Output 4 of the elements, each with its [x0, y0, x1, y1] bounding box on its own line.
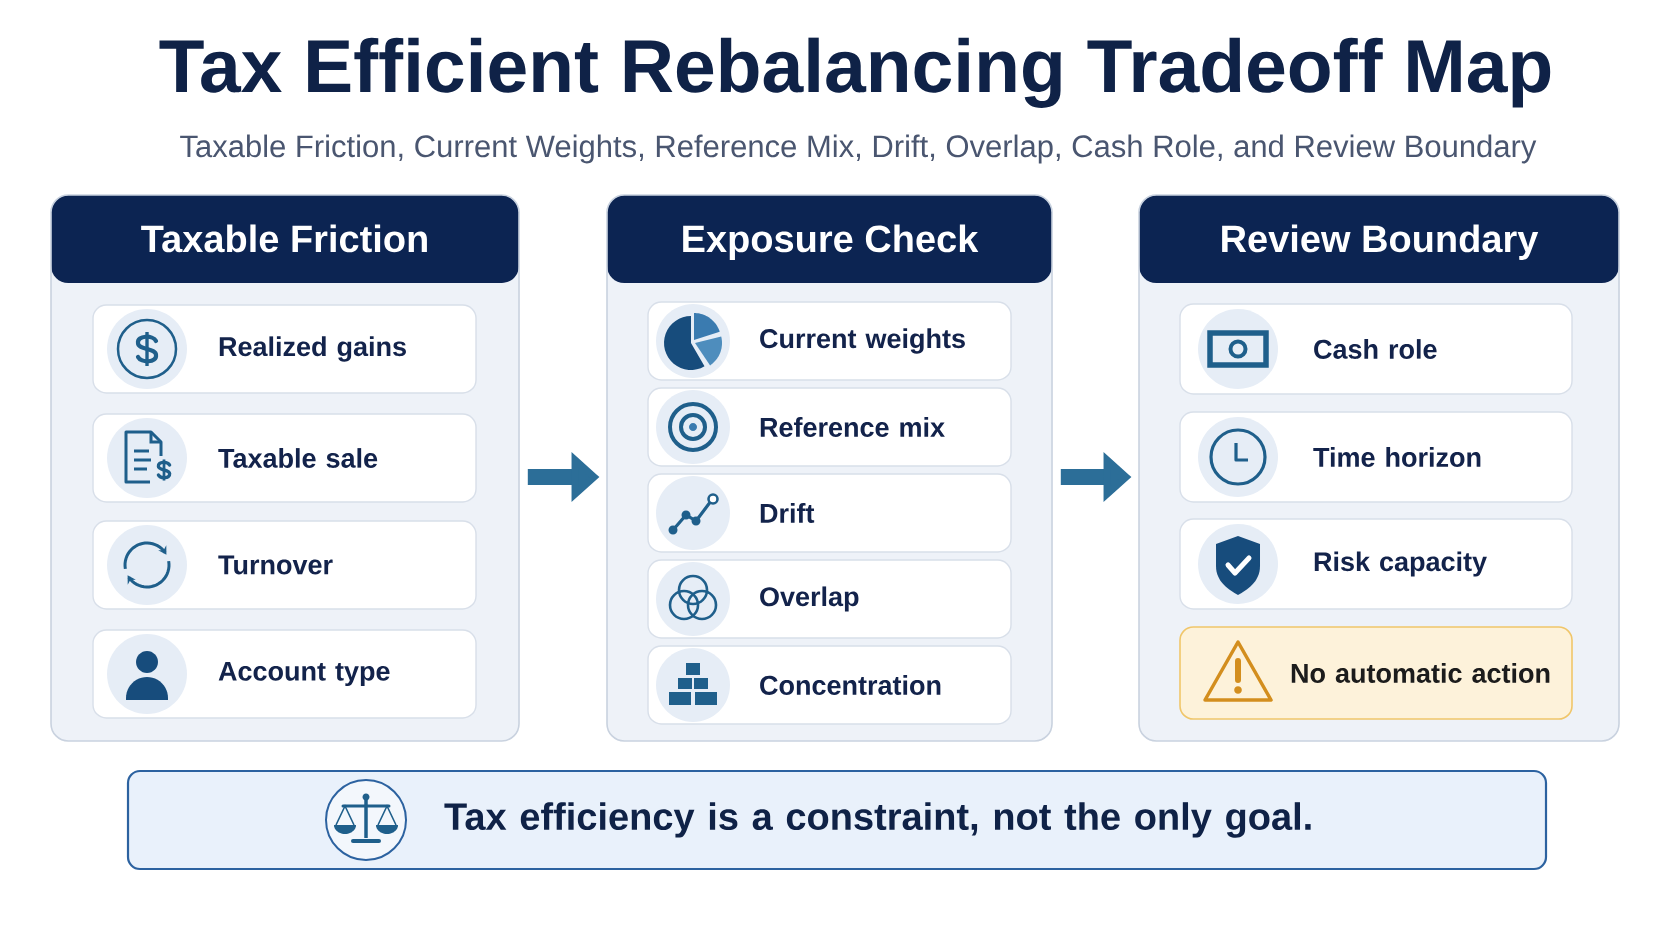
subtitle: Taxable Friction, Current Weights, Reference Mix, Drift, Overlap, Cash Role, and Review Boundary: [180, 134, 1537, 164]
banner: Tax efficiency is a constraint, not the only goal.: [126, 769, 1548, 871]
title: Tax Efficient Rebalancing Tradeoff Map: [159, 37, 1551, 108]
warning-item: No automatic action: [1179, 626, 1573, 720]
